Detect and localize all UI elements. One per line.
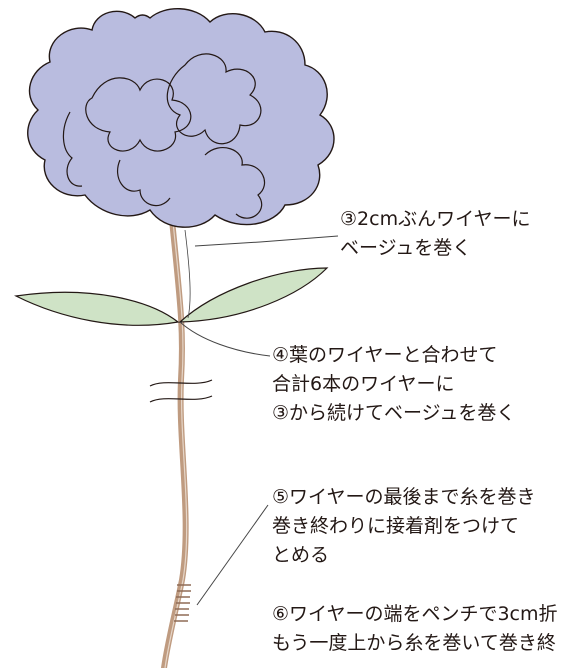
leader-line-step3 [194, 235, 339, 247]
annotation-step4-line1: ④葉のワイヤーと合わせて [272, 344, 498, 366]
annotation-step3-line2: ベージュを巻く [340, 237, 472, 259]
annotation-step6-line2: もう一度上から糸を巻いて巻き終 [272, 632, 556, 654]
flower-petal-outlines [62, 53, 265, 219]
annotation-step3: ③2cmぶんワイヤーに ベージュを巻く [340, 205, 531, 263]
annotation-step4-line2: 合計6本のワイヤーに [272, 373, 455, 395]
stem-wire-highlight [164, 221, 188, 668]
flower-head [27, 8, 335, 228]
leader-line-stem-top [184, 229, 191, 319]
annotation-step5-line1: ⑤ワイヤーの最後まで糸を巻き [272, 486, 536, 508]
annotation-step4-line3: ③から続けてベージュを巻く [272, 402, 516, 424]
annotation-step6: ⑥ワイヤーの端をペンチで3cm折 もう一度上から糸を巻いて巻き終 [272, 600, 558, 658]
annotation-step4: ④葉のワイヤーと合わせて 合計6本のワイヤーに ③から続けてベージュを巻く [272, 341, 515, 428]
annotation-step3-line1: ③2cmぶんワイヤーに [340, 208, 531, 230]
left-leaf [14, 291, 180, 326]
stem-cut-mark [149, 379, 213, 403]
thread-wrap [174, 584, 191, 622]
annotation-step5: ⑤ワイヤーの最後まで糸を巻き 巻き終わりに接着剤をつけて とめる [272, 483, 535, 570]
annotation-step6-line1: ⑥ワイヤーの端をペンチで3cm折 [272, 603, 558, 625]
leader-line-step4 [179, 321, 271, 357]
leader-line-step5 [196, 504, 269, 606]
annotation-step5-line2: 巻き終わりに接着剤をつけて [272, 515, 520, 537]
annotation-step5-line3: とめる [272, 544, 330, 566]
stem [161, 217, 189, 668]
right-leaf [178, 267, 329, 323]
